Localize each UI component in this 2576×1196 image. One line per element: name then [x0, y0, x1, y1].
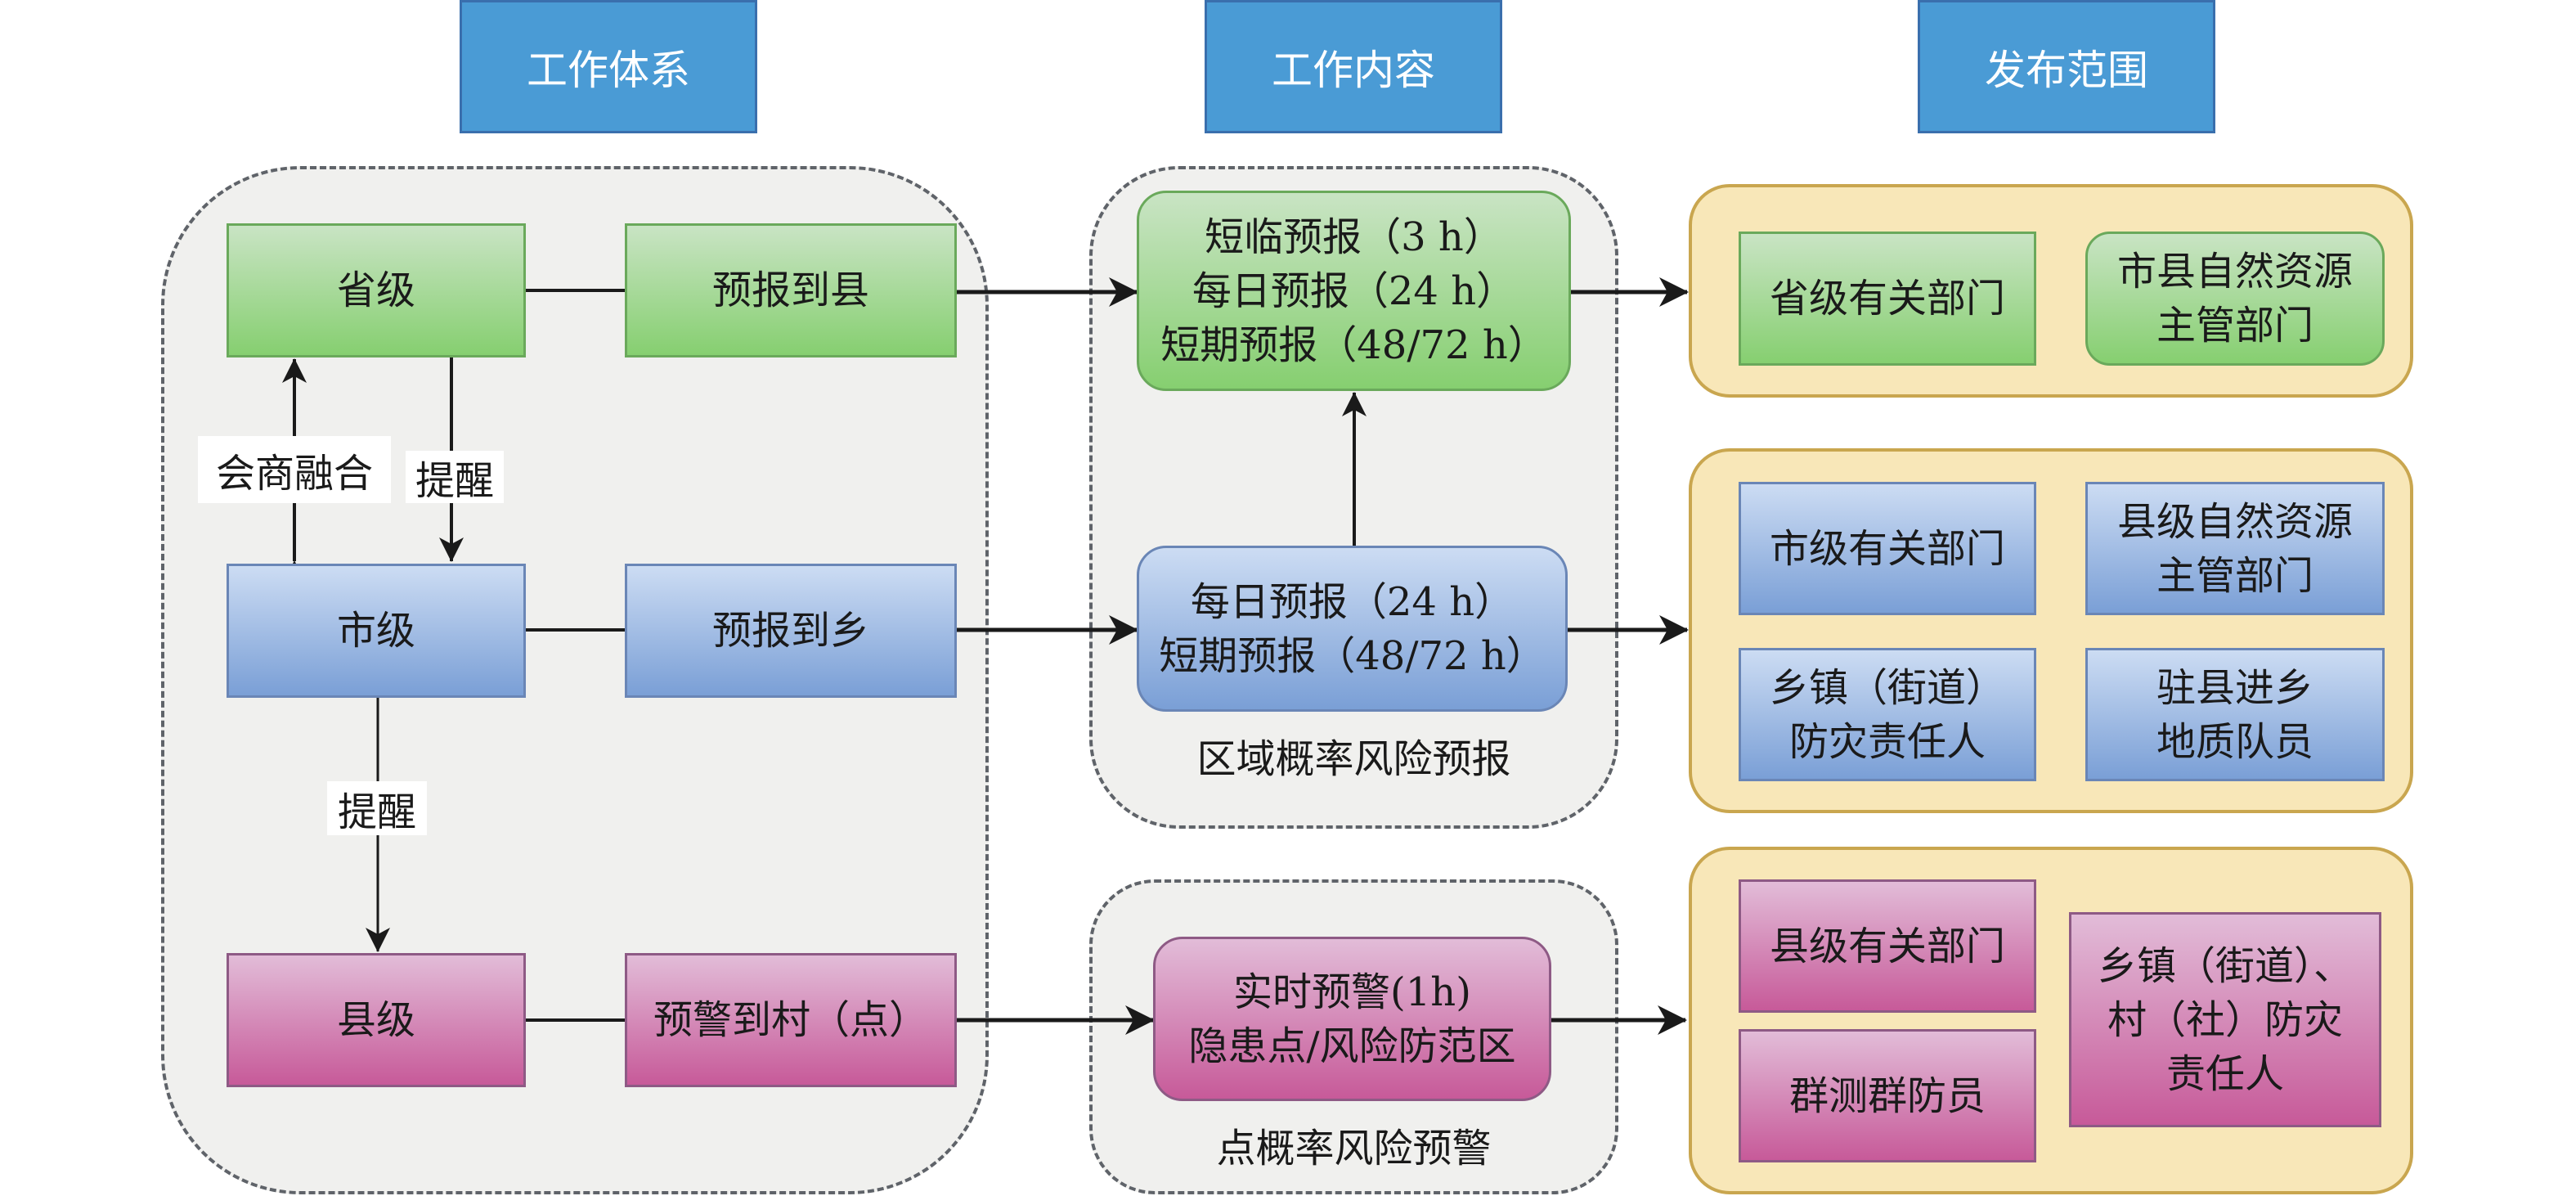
remind-label-provincial: 提醒	[406, 451, 504, 504]
header-work-content: 工作内容	[1205, 0, 1502, 133]
city-level-box: 市级	[227, 564, 526, 698]
point-warning-caption: 点概率风险预警	[1216, 1126, 1492, 1171]
header-release-scope: 发布范围	[1918, 0, 2215, 133]
regional-forecast-caption: 区域概率风险预报	[1196, 736, 1511, 782]
forecast-to-county-box: 预报到县	[625, 223, 957, 357]
header-work-system: 工作体系	[460, 0, 757, 133]
provincial-level-box: 省级	[227, 223, 526, 357]
county-level-box: 县级	[227, 953, 526, 1087]
provincial-forecast-box: 短临预报（3 h） 每日预报（24 h） 短期预报（48/72 h）	[1137, 191, 1571, 391]
remind-label-city: 提醒	[327, 781, 427, 835]
scope-geology-team: 驻县进乡 地质队员	[2085, 648, 2385, 781]
consult-label: 会商融合	[198, 436, 391, 503]
city-forecast-box: 每日预报（24 h） 短期预报（48/72 h）	[1137, 546, 1568, 712]
scope-city-departments: 市级有关部门	[1739, 482, 2036, 615]
scope-township-responsible: 乡镇（街道） 防灾责任人	[1739, 648, 2036, 781]
scope-county-departments: 县级有关部门	[1739, 879, 2036, 1013]
warning-to-village-box: 预警到村（点）	[625, 953, 957, 1087]
scope-township-village-responsible: 乡镇（街道）、 村（社）防灾 责任人	[2069, 912, 2381, 1127]
scope-county-natural-resources: 县级自然资源 主管部门	[2085, 482, 2385, 615]
scope-mass-monitors: 群测群防员	[1739, 1029, 2036, 1162]
scope-city-county-natural-resources: 市县自然资源 主管部门	[2085, 232, 2385, 366]
county-warning-box: 实时预警(1h) 隐患点/风险防范区	[1153, 937, 1551, 1101]
forecast-to-township-box: 预报到乡	[625, 564, 957, 698]
scope-provincial-departments: 省级有关部门	[1739, 232, 2036, 366]
